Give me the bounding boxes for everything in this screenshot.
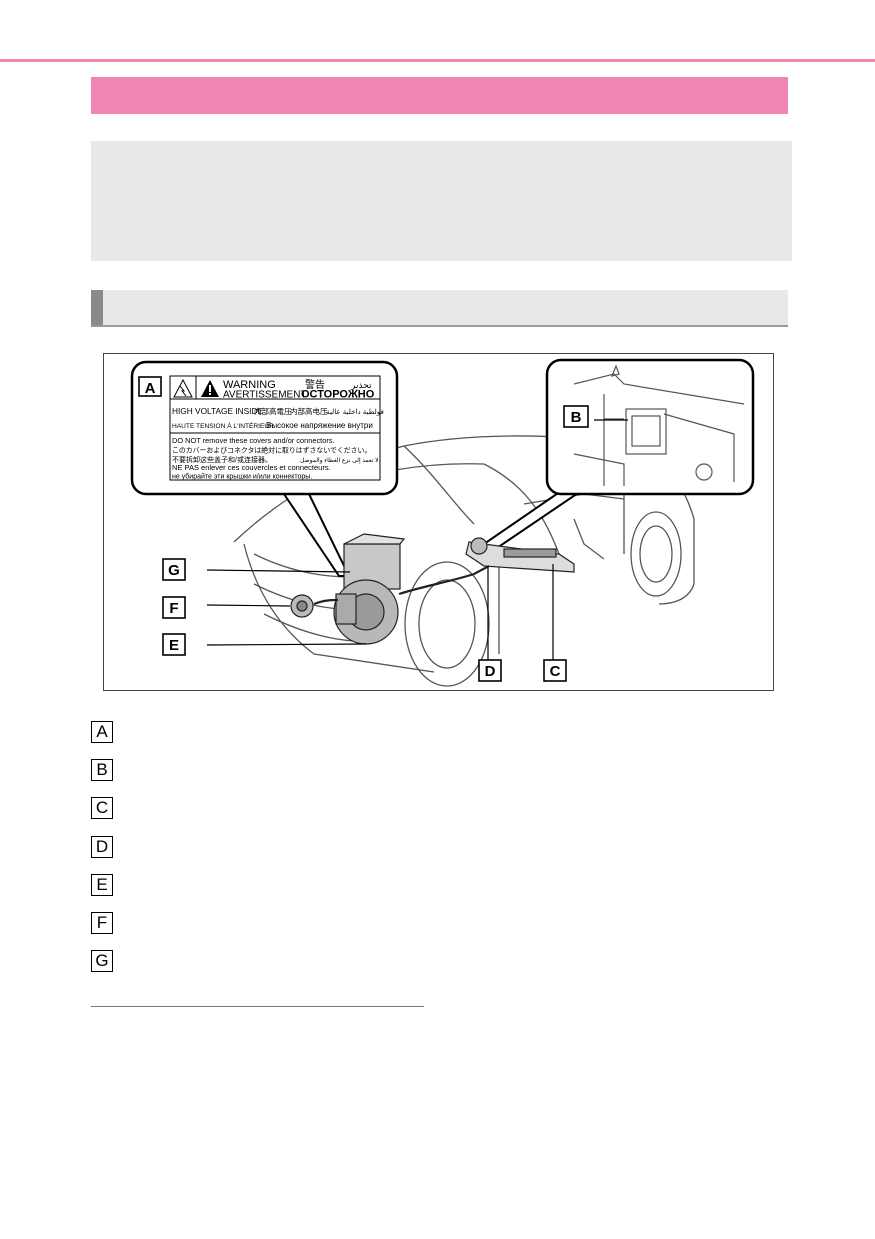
high-voltage-cable: [313, 565, 490, 606]
callout-a-panel: [130, 360, 399, 577]
notice-line-3: 不要拆卸这些盖子和/或连接器。: [172, 455, 272, 464]
hv-ar: فولطية داخلية عالية: [326, 407, 384, 416]
warning-title-ar: تحذير: [350, 380, 372, 391]
warning-title-jp: 警告: [305, 378, 325, 391]
notice-line-1: DO NOT remove these covers and/or connec…: [172, 436, 335, 445]
callout-b-panel: [482, 358, 755, 552]
compressor: [290, 594, 314, 618]
legend-item-g: G: [91, 950, 113, 972]
legend-item-a: A: [91, 721, 113, 743]
hv-fr: HAUTE TENSION À L'INTÉRIEUR: [172, 421, 274, 430]
warning-title-fr: AVERTISSEMENT: [223, 390, 307, 401]
notice-line-3-ar: لا تعمد إلى نزع الغطاء والموصل: [300, 457, 379, 464]
notice-line-5: не убирайте эти крышки и/или коннекторы.: [172, 473, 312, 481]
notice-line-2: このカバーおよびコネクタは絶対に取りはずさないでください。: [172, 446, 371, 455]
top-rule: [0, 59, 875, 62]
callout-g-tile: G: [168, 562, 180, 579]
callout-b-tile: B: [571, 409, 582, 426]
section-heading-bar: [91, 290, 788, 327]
hv-en: HIGH VOLTAGE INSIDE: [172, 406, 263, 416]
callout-f-tile: F: [169, 600, 178, 617]
title-bar: [91, 77, 788, 114]
section-heading-accent: [91, 290, 103, 325]
leader-lines: [206, 419, 628, 664]
legend-item-c: C: [91, 797, 113, 819]
hv-cn: 内部高电压: [290, 406, 328, 416]
callout-c-tile: C: [550, 663, 561, 680]
legend-item-b: B: [91, 759, 113, 781]
legend-item-f: F: [91, 912, 113, 934]
footnote-rule: [91, 1006, 424, 1007]
hybrid-components-figure: WARNING AVERTISSEMENT 警告 تحذير ОСТОРОЖНО…: [103, 353, 774, 691]
callout-d-tile: D: [485, 663, 496, 680]
callout-e-tile: E: [169, 637, 179, 654]
battery-pack: [465, 537, 575, 573]
car-illustration: WARNING AVERTISSEMENT 警告 تحذير ОСТОРОЖНО…: [130, 358, 755, 687]
hv-ru: Высокое напряжение внутри: [266, 421, 373, 430]
callout-tiles: [138, 376, 589, 682]
legend-item-d: D: [91, 836, 113, 858]
warning-title-en: WARNING: [223, 379, 276, 391]
notice-line-4: NE PAS enlever ces couvercles et connect…: [172, 463, 331, 472]
hv-jp: 内部高電圧: [254, 406, 292, 416]
info-box: [91, 141, 792, 261]
engine-block: [333, 533, 406, 645]
legend-item-e: E: [91, 874, 113, 896]
warning-title-ru: ОСТОРОЖНО: [301, 389, 375, 401]
callout-a-tile: A: [145, 380, 156, 397]
